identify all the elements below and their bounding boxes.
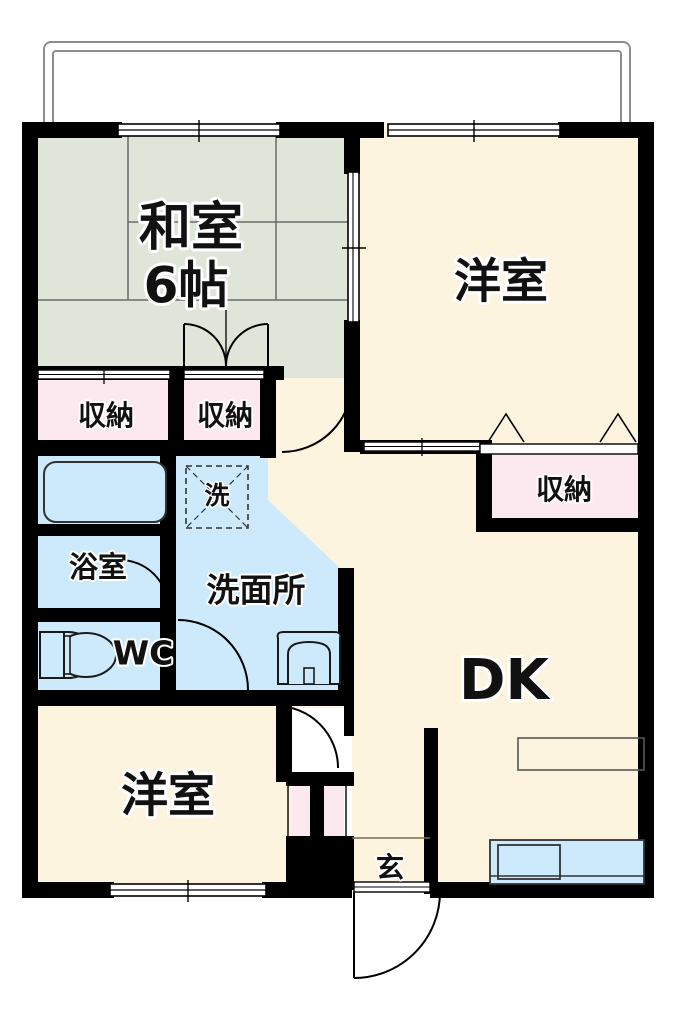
room-fill-washitsu bbox=[36, 124, 354, 380]
toilet bbox=[39, 631, 117, 679]
wall-bottom-left bbox=[22, 882, 114, 898]
wall-hall-stub bbox=[344, 696, 354, 736]
windows bbox=[37, 120, 639, 902]
door-yoshitsu-sw[interactable] bbox=[275, 705, 339, 769]
wall-left-outer bbox=[22, 122, 38, 898]
wall-senmenjo-top bbox=[176, 440, 268, 456]
room-fill-yoshitsu-northeast bbox=[360, 124, 642, 448]
entrance-threshold bbox=[353, 881, 431, 893]
wall-wc-top bbox=[22, 608, 176, 622]
kitchen-sink-counter bbox=[489, 839, 645, 885]
wash-basin bbox=[276, 631, 342, 685]
washing-machine-space bbox=[185, 465, 249, 529]
label-dk: DK bbox=[459, 648, 551, 713]
wall-closet-ne-left bbox=[476, 440, 492, 532]
wall-senmenjo-bottom bbox=[22, 690, 352, 706]
sliding-door-closet-washitsu-left[interactable] bbox=[37, 366, 171, 384]
wall-top-middle bbox=[276, 122, 384, 138]
wall-hall-east-lower bbox=[338, 568, 354, 696]
closet-fill-hall-a bbox=[292, 782, 314, 838]
wall-closet-ne-bottom bbox=[476, 518, 642, 532]
tatami-mat-seams bbox=[36, 126, 354, 301]
label-wc: WC bbox=[113, 634, 174, 673]
wall-hall-west-upper bbox=[260, 366, 276, 458]
label-genkan: 玄 bbox=[376, 851, 404, 884]
label-yokushitsu: 浴室 bbox=[69, 550, 127, 584]
closet-ne-folding-doors[interactable] bbox=[487, 412, 637, 443]
label-washitsu: 和室 bbox=[139, 198, 243, 258]
door-washitsu-double[interactable] bbox=[183, 310, 269, 367]
wall-bathtub-shelf bbox=[22, 524, 162, 536]
closet-fill-yoshitsu-northeast bbox=[488, 452, 642, 530]
closet-fill-hall-b bbox=[322, 782, 344, 838]
wall-hall-east-upper bbox=[344, 380, 360, 452]
label-closet-yoshitsu-northeast: 収納 bbox=[536, 473, 592, 506]
wall-top-left bbox=[22, 122, 122, 138]
door-hall-north[interactable] bbox=[281, 381, 353, 453]
window-washitsu-north bbox=[117, 120, 281, 142]
label-closet-washitsu-left: 収納 bbox=[78, 399, 134, 432]
balcony bbox=[43, 41, 631, 131]
toilet-cistern bbox=[39, 631, 65, 679]
wall-bottom-right bbox=[430, 882, 654, 898]
window-yoshitsu-sw-south bbox=[109, 880, 267, 902]
label-washer: 洗 bbox=[204, 481, 229, 510]
sliding-door-washitsu-yoshitsu[interactable] bbox=[342, 171, 366, 323]
label-yoshitsu-southwest: 洋室 bbox=[121, 769, 215, 824]
wall-washitsu-yoshitsu-bottom bbox=[344, 320, 360, 382]
label-yoshitsu-northeast: 洋室 bbox=[454, 255, 548, 310]
closet-ne-door-head[interactable] bbox=[479, 443, 639, 455]
wall-washitsu-yoshitsu-top bbox=[344, 122, 360, 174]
fixtures bbox=[39, 461, 645, 885]
wall-yoshitsu-sw-east-upper bbox=[276, 706, 292, 782]
wall-closet-divider bbox=[168, 366, 184, 456]
sliding-door-hall-closet[interactable] bbox=[287, 779, 347, 839]
wall-genkan-dk-divider bbox=[424, 728, 438, 894]
kitchen-upper-cabinet bbox=[517, 737, 645, 771]
door-bathroom[interactable] bbox=[119, 559, 169, 609]
room-labels: 和室 6帖 洋室 DK 洋室 洗面所 浴室 WC 洗 玄 収納 収納 収納 bbox=[67, 195, 594, 886]
sink-basin bbox=[497, 844, 561, 880]
door-entrance[interactable] bbox=[353, 891, 441, 979]
window-yoshitsu-ne-north bbox=[387, 120, 561, 142]
door-senmenjo[interactable] bbox=[177, 619, 249, 691]
bathtub bbox=[43, 461, 167, 523]
wall-right-outer bbox=[638, 122, 654, 898]
label-closet-washitsu-right: 収納 bbox=[197, 399, 253, 432]
sliding-door-closet-washitsu-right[interactable] bbox=[183, 369, 265, 380]
basin-faucet bbox=[303, 667, 315, 685]
balcony-inner-rail bbox=[52, 50, 622, 131]
wall-top-right bbox=[558, 122, 654, 138]
door-swings bbox=[119, 310, 637, 979]
wall-bath-top bbox=[22, 440, 176, 456]
label-senmenjo: 洗面所 bbox=[207, 571, 306, 610]
room-fill-yoshitsu-southwest bbox=[36, 700, 292, 894]
label-washitsu-size: 6帖 bbox=[144, 257, 229, 315]
wall-yoshitsu-sw-east-lower bbox=[286, 836, 354, 890]
room-fill-genkan bbox=[352, 780, 438, 892]
